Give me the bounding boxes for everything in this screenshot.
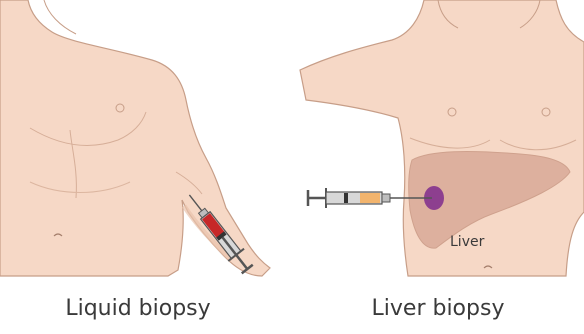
caption-liver-biopsy: Liver biopsy: [292, 296, 584, 321]
left-neck-line: [44, 0, 76, 34]
liver-label: Liver: [450, 234, 485, 250]
liver-syringe-hub: [382, 194, 390, 202]
caption-liquid-biopsy: Liquid biopsy: [0, 296, 276, 321]
left-torso-body: [0, 0, 270, 276]
liver-syringe-plunger-tip: [344, 193, 348, 203]
liver-syringe-sample: [360, 193, 380, 203]
left-torso: [0, 0, 270, 276]
